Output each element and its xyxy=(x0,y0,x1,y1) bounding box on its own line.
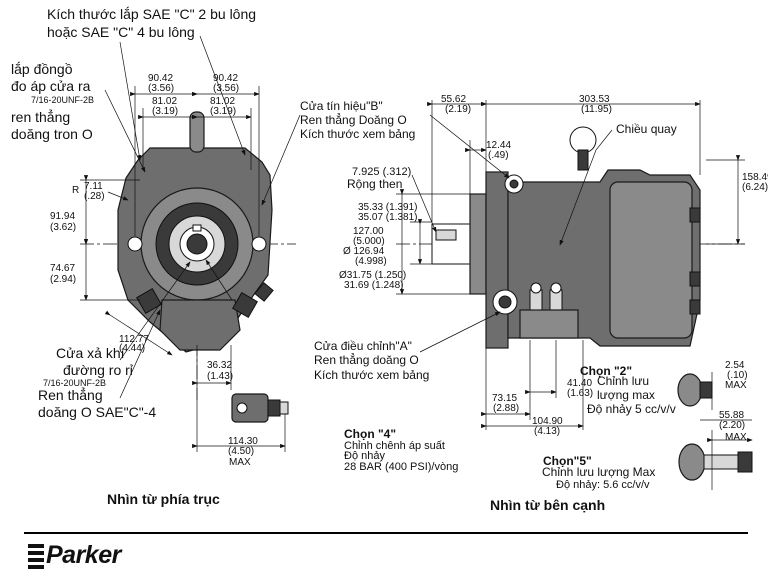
d-35b: 35.07 (1.381) xyxy=(358,212,418,223)
d-30353-in: (11.95) xyxy=(581,104,612,115)
d-31a: Ø31.75 (1.250) xyxy=(339,270,406,281)
d-127-in: (5.000) xyxy=(353,236,385,247)
front-view xyxy=(80,35,301,452)
dim-left2: 81.02 xyxy=(152,96,177,107)
d-5562: 55.62 xyxy=(441,94,466,105)
dim-diag: 112.77 xyxy=(119,334,149,345)
d-5588-max: MAX xyxy=(725,432,747,443)
port-b-l2: Ren thẳng Doăng O xyxy=(300,112,407,127)
note-gauge-1: lắp đồngồ xyxy=(11,61,73,77)
option5-title: Chọn"5" xyxy=(543,454,592,468)
option4-l3: 28 BAR (400 PSI)/vòng xyxy=(344,461,458,473)
d-4140-in: (1.63) xyxy=(567,388,593,399)
d-5588-in: (2.20) xyxy=(719,420,745,431)
dim-right1: 90.42 xyxy=(213,73,238,84)
bolt-hole xyxy=(127,236,143,252)
d-254: 2.54 xyxy=(725,360,745,371)
note-gauge-5: doăng tron O xyxy=(11,126,93,142)
port-a-l3: Kích thước xem bảng xyxy=(314,368,429,382)
option4-title: Chọn "4" xyxy=(344,427,396,441)
d-10490: 104.90 xyxy=(532,416,563,427)
d-10490-in: (4.13) xyxy=(534,426,560,437)
note-sae-2: hoặc SAE "C" 4 bu lông xyxy=(47,24,195,40)
option4-l1: Chỉnh chênh áp suất xyxy=(344,440,445,452)
dim-left1: 90.42 xyxy=(148,73,173,84)
bolt-hole xyxy=(251,236,267,252)
dim-left1-in: (3.56) xyxy=(148,83,174,94)
top-port xyxy=(189,111,205,153)
note-drain-4: Ren thẳng xyxy=(38,386,103,403)
note-drain-5: doăng O SAE"C"-4 xyxy=(38,404,156,420)
option2-l2: lượng max xyxy=(597,388,655,402)
option2-adjuster xyxy=(677,372,713,410)
side-labels: Cửa tín hiệu"B" Ren thẳng Doăng O Kích t… xyxy=(300,94,768,513)
option4-l2: Độ nhảy xyxy=(344,450,385,462)
key-l2: Rộng then xyxy=(347,177,402,191)
dim-right2-in: (3.19) xyxy=(210,106,236,117)
dim-r-in: (.28) xyxy=(84,191,105,202)
mount-flange xyxy=(485,171,509,349)
port-a-l2: Ren thẳng doăng O xyxy=(314,352,419,367)
option2-l1: Chỉnh lưu xyxy=(597,374,649,388)
dim-diag-in: (4.44) xyxy=(119,343,145,354)
d-31b: 31.69 (1.248) xyxy=(344,280,404,291)
note-sae-1: Kích thước lắp SAE "C" 2 bu lông xyxy=(47,6,256,22)
note-drain-2: đường ro rỉ xyxy=(63,362,134,378)
d-254-max: MAX xyxy=(725,380,747,391)
dim-r: R xyxy=(72,185,79,196)
note-drain-3: 7/16-20UNF-2B xyxy=(43,378,106,388)
dim-max-in: (4.50) xyxy=(228,446,254,457)
dim-h1: 91.94 xyxy=(50,211,75,222)
option5-l1: Chỉnh lưu lượng Max xyxy=(542,465,655,479)
note-gauge-4: ren thẳng xyxy=(11,108,70,125)
option2-l3: Độ nhảy 5 cc/v/v xyxy=(587,402,676,416)
note-gauge-3: 7/16-20UNF-2B xyxy=(31,95,94,105)
d-15849-in: (6.24) xyxy=(742,182,768,193)
brand-name: Parker xyxy=(46,541,121,569)
dim-max-lbl: MAX xyxy=(229,457,251,468)
d-7315-in: (2.88) xyxy=(493,403,519,414)
d-15849: 158.49 xyxy=(742,172,768,183)
dim-max: 114.30 xyxy=(228,436,258,447)
option5-l2: Độ nhảy: 5.6 cc/v/v xyxy=(556,479,650,491)
d-254-in: (.10) xyxy=(727,370,748,381)
note-gauge-2: đo áp cửa ra xyxy=(11,78,91,94)
d-35a: 35.33 (1.391) xyxy=(358,202,418,213)
front-labels: Kích thước lắp SAE "C" 2 bu lông hoặc SA… xyxy=(11,6,458,507)
key-l1: 7.925 (.312) xyxy=(352,166,411,178)
dim-right2: 81.02 xyxy=(210,96,235,107)
front-view-title: Nhìn từ phía trục xyxy=(107,491,220,507)
dim-b-in: (1.43) xyxy=(207,371,233,382)
dim-h1-in: (3.62) xyxy=(50,222,76,233)
d-4140: 41.40 xyxy=(567,378,592,389)
dim-b: 36.32 xyxy=(207,360,232,371)
parker-logo-icon xyxy=(28,544,44,569)
dim-right1-in: (3.56) xyxy=(213,83,239,94)
option5-adjuster xyxy=(678,419,753,490)
dim-h2: 74.67 xyxy=(50,263,75,274)
d-5588: 55.88 xyxy=(719,410,744,421)
d-126-in: (4.998) xyxy=(355,256,387,267)
d-5562-in: (2.19) xyxy=(445,104,471,115)
d-126: Ø 126.94 xyxy=(343,246,385,257)
option4-compensator xyxy=(231,393,289,423)
footer-divider xyxy=(24,532,748,534)
d-1244-in: (.49) xyxy=(488,150,509,161)
option2-title: Chọn "2" xyxy=(580,364,632,378)
d-1244: 12.44 xyxy=(486,140,511,151)
rotation-label: Chiều quay xyxy=(616,122,677,136)
dim-h2-in: (2.94) xyxy=(50,274,76,285)
port-b-l1: Cửa tín hiệu"B" xyxy=(300,99,383,113)
port-a-l1: Cửa điều chỉnh"A" xyxy=(314,339,412,353)
d-30353: 303.53 xyxy=(579,94,610,105)
dim-left2-in: (3.19) xyxy=(152,106,178,117)
note-drain-1: Cửa xả khí xyxy=(56,345,125,361)
port-b-l3: Kích thước xem bảng xyxy=(300,127,415,141)
side-view xyxy=(396,100,753,490)
dim-r-val: 7.11 xyxy=(84,181,103,192)
d-127: 127.00 xyxy=(353,226,384,237)
d-7315: 73.15 xyxy=(492,393,517,404)
side-view-title: Nhìn từ bên cạnh xyxy=(490,497,605,513)
